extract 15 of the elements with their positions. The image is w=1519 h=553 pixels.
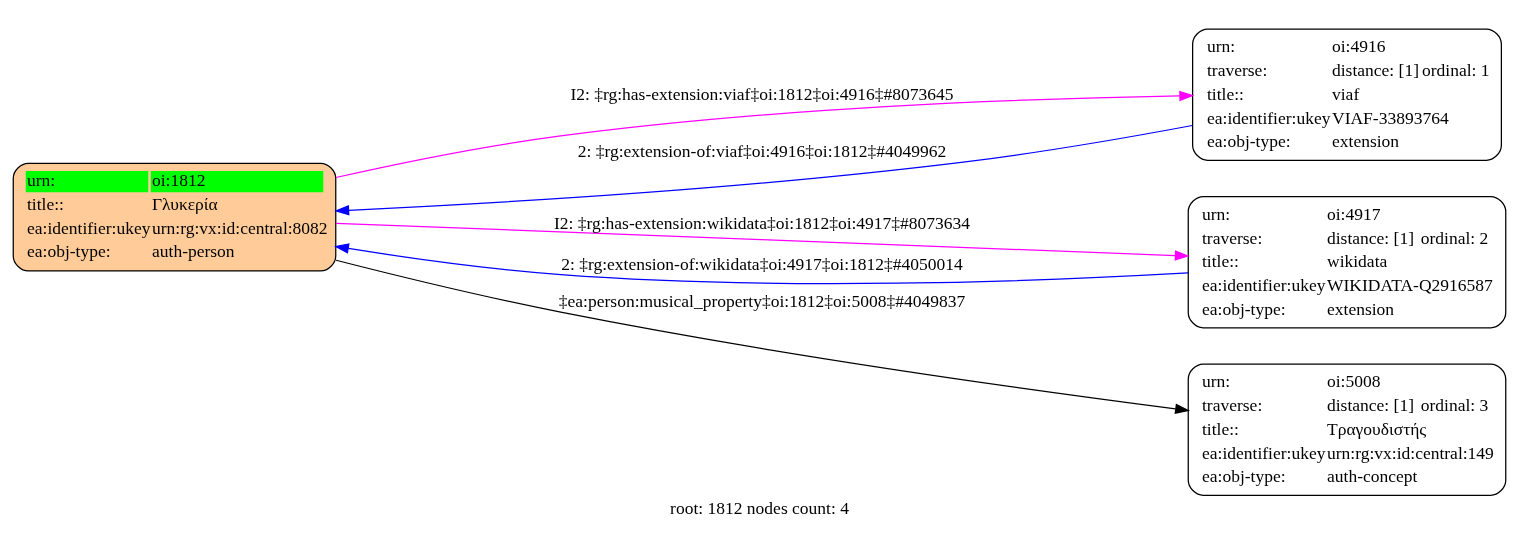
node-box: urn: oi:4916 traverse: distance: [1] ordinal: 1 title:: viaf ea:identifier:ukeyVIAF-33893764 ea:obj-type: extension <box>1192 28 1502 161</box>
node-box: urn: oi:5008 traverse: distance: [1] ordinal: 3 title:: Τραγουδιστής ea:identifier:ukeyurn:rg:vx:id:central:149 ea:obj-type: auth-concept <box>1187 363 1507 496</box>
edge-label: I2: ‡rg:has-extension:viaf‡oi:1812‡oi:4916‡#8073645 <box>570 83 954 104</box>
arrow <box>335 222 1190 261</box>
node-box: urn: oi:1812 title:: Γλυκερία ea:identifier:ukeyurn:rg:vx:id:central:8082 ea:obj-type: auth-person <box>12 162 337 272</box>
arrow <box>335 259 1191 414</box>
edge-label: I2: ‡rg:has-extension:wikidata‡oi:1812‡oi:4917‡#8073634 <box>553 212 971 233</box>
edge-label: ‡ea:person:musical_property‡oi:1812‡oi:5008‡#4049837 <box>558 291 966 312</box>
node-box: urn: oi:4917 traverse: distance: [1] ordinal: 2 title:: wikidata ea:identifier:ukeyWIKIDATA-Q2916587 ea:obj-type: extension <box>1187 195 1507 329</box>
caption: root: 1812 nodes count: 4 <box>670 498 849 519</box>
arrow <box>335 90 1195 179</box>
edge-label: 2: ‡rg:extension-of:wikidata‡oi:4917‡oi:1812‡#4050014 <box>561 253 963 274</box>
edge-label: 2: ‡rg:extension-of:viaf‡oi:4916‡oi:1812‡#4049962 <box>577 141 947 162</box>
arrow <box>334 124 1193 216</box>
arrow <box>333 243 1189 285</box>
